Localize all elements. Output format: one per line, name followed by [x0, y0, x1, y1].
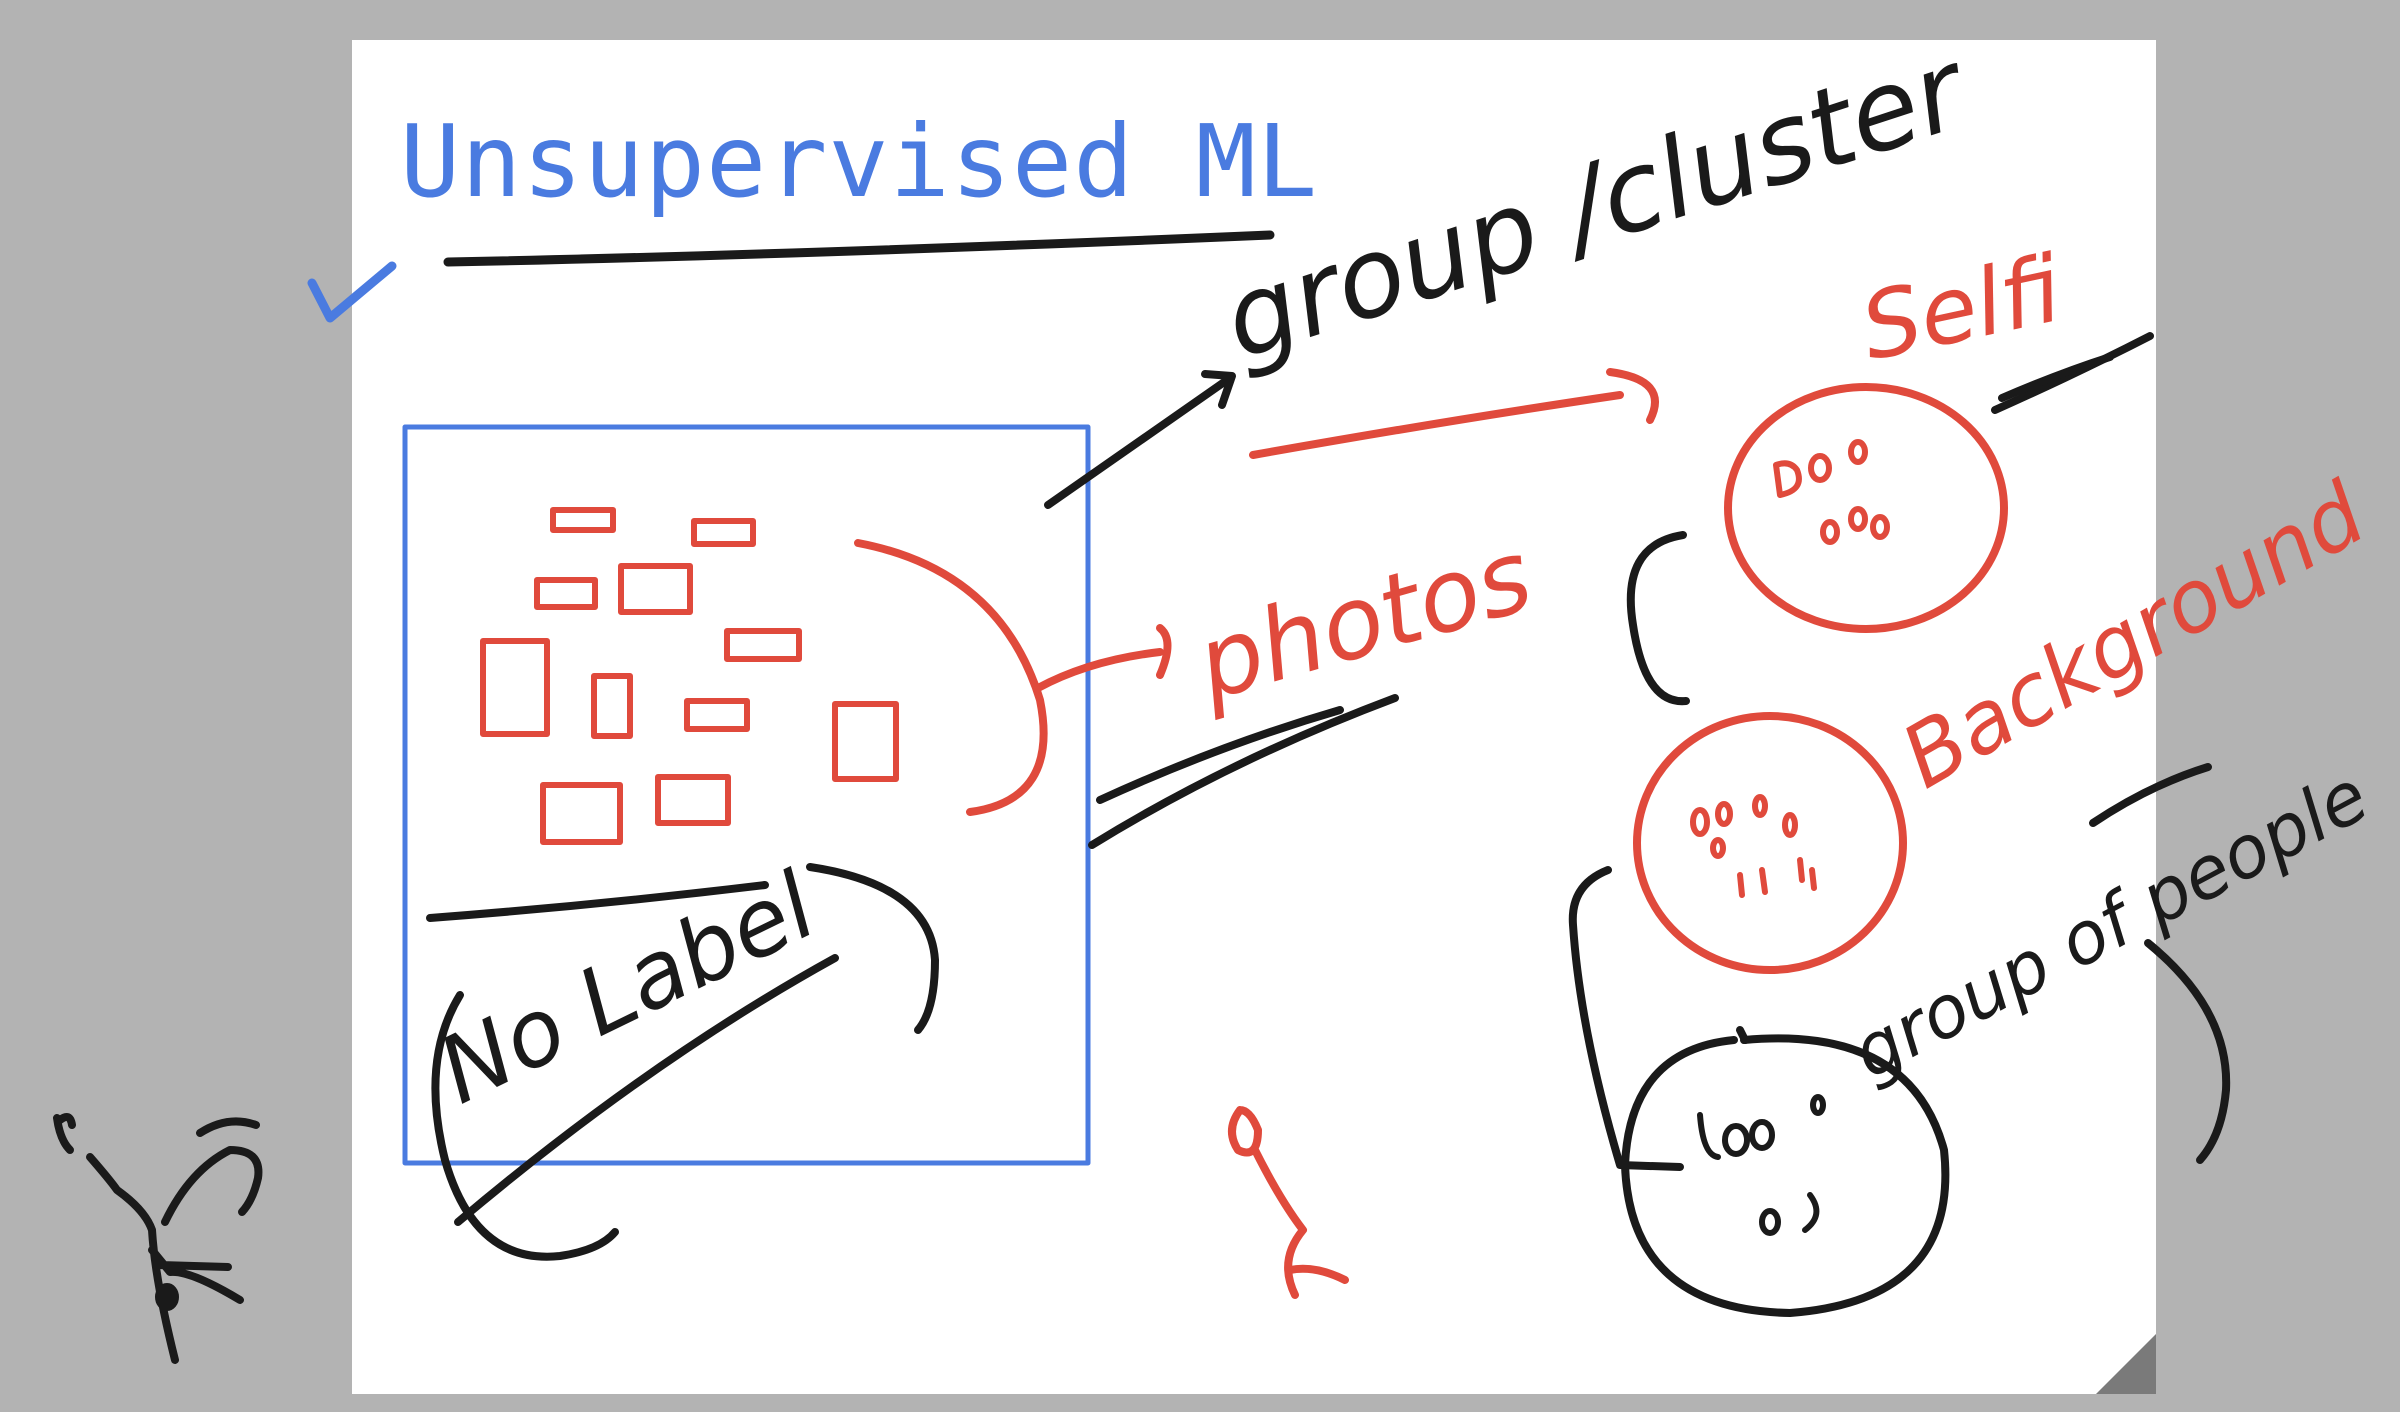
- cluster-bracket: [1626, 531, 1690, 706]
- data-bracket: [854, 539, 1048, 816]
- data-point: [540, 782, 623, 845]
- whiteboard-page: [352, 40, 2156, 1394]
- red-squiggle: [1228, 1106, 1349, 1299]
- data-point: [655, 774, 731, 826]
- people-bracket: [1568, 866, 1684, 1171]
- no-label-strike: [454, 954, 839, 1226]
- page-title: Unsupervised ML: [400, 103, 1319, 220]
- photos-arrow-head: [1156, 624, 1172, 679]
- data-point: [724, 628, 802, 662]
- data-point: [684, 698, 750, 732]
- selfie-arrow-head: [1606, 368, 1659, 424]
- strike-under-background: [2089, 763, 2212, 827]
- note-no-label: No Label: [423, 852, 832, 1125]
- data-point: [618, 563, 693, 615]
- group-arrow-head: [1201, 370, 1236, 409]
- note-photos: photos: [1183, 517, 1544, 724]
- note-selfi: Selfi: [1852, 235, 2070, 381]
- data-point: [534, 577, 598, 610]
- title-underline: [443, 230, 1275, 267]
- note-group-of-people: group of people: [1839, 753, 2382, 1095]
- tree-doodle-node: [155, 1283, 179, 1311]
- background-dots: [1690, 794, 1817, 898]
- page-curl-corner[interactable]: [2096, 1334, 2156, 1394]
- strike-under-selfi-2: [1998, 353, 2114, 402]
- tree-doodle: [53, 1113, 263, 1364]
- people-cluster: [1621, 1034, 1950, 1317]
- no-label-bracket-right: [806, 863, 939, 1034]
- strike-under-photos-2: [1088, 694, 1399, 849]
- data-frame: [402, 424, 1091, 1166]
- people-faces: [1697, 1094, 1826, 1236]
- selfie-faces: [1773, 439, 1890, 545]
- note-background: Background: [1886, 464, 2382, 808]
- people-cluster-cap: [1736, 1026, 1749, 1044]
- photos-arrow: [1034, 648, 1164, 692]
- no-label-line: [426, 881, 769, 922]
- data-points: [480, 507, 899, 845]
- data-point: [550, 507, 616, 533]
- strike-under-photos: [1096, 706, 1344, 804]
- data-point: [480, 638, 550, 737]
- data-point: [591, 673, 633, 739]
- background-cluster: [1633, 712, 1907, 974]
- edge-bracket: [2144, 939, 2231, 1164]
- group-arrow: [1044, 374, 1234, 509]
- title-checkmark: [307, 261, 397, 323]
- selfie-cluster: [1724, 383, 2008, 633]
- handwriting: group /cluster Selfi photos Background N…: [423, 24, 2382, 1125]
- data-point: [691, 518, 756, 547]
- selfie-arrow: [1249, 391, 1624, 459]
- data-point: [832, 701, 899, 782]
